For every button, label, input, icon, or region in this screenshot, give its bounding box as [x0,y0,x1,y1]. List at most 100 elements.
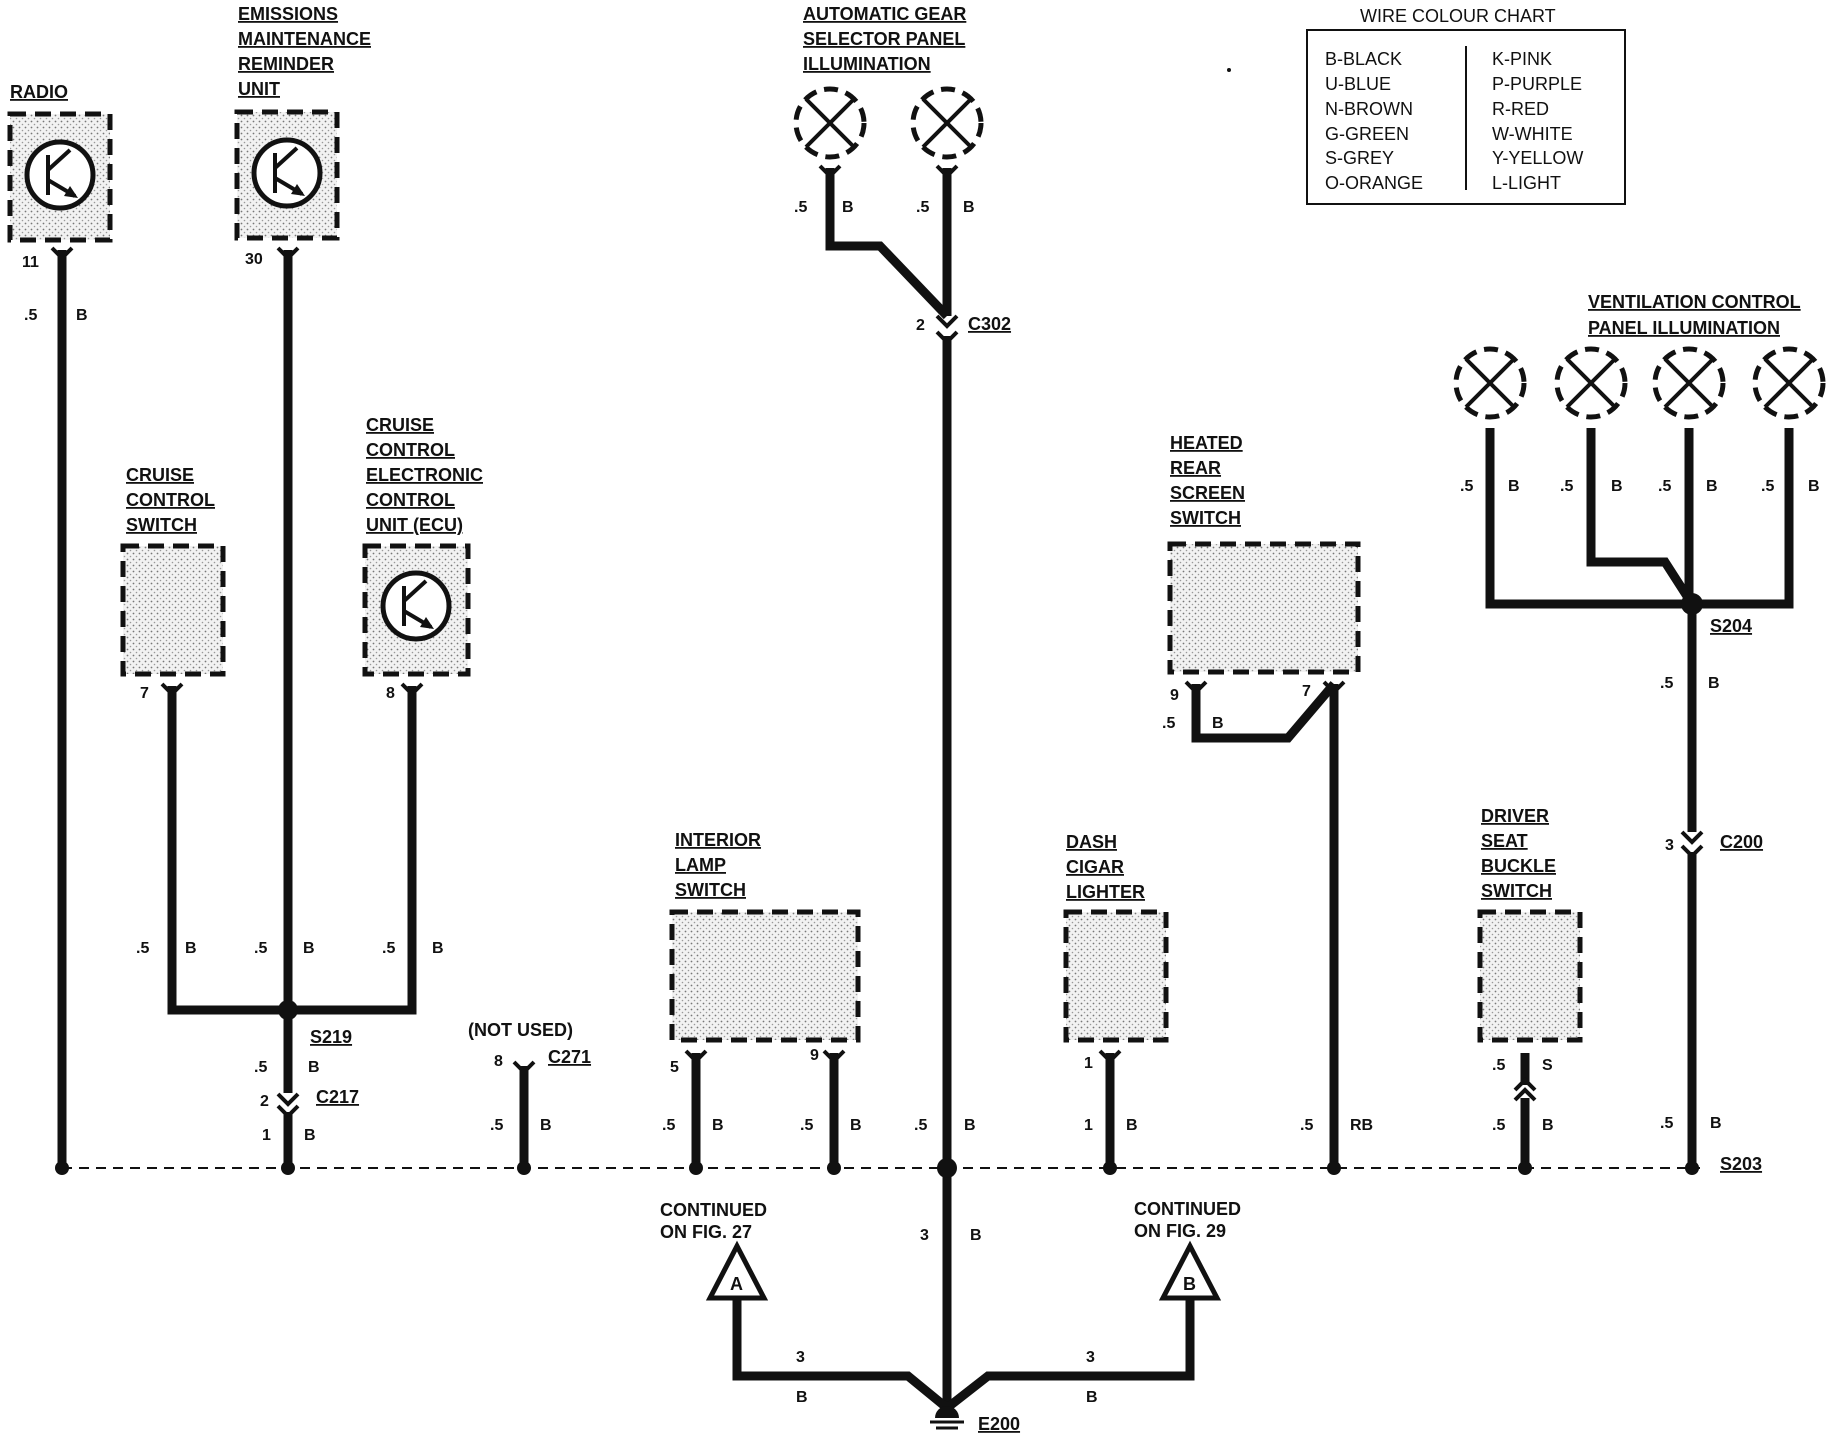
pin-label: 7 [140,685,149,702]
stray-mark [1227,68,1231,72]
wire-colour-label: B [964,1117,976,1134]
cruise-ecu-label-line: ELECTRONIC [366,465,483,485]
c217-label: C217 [316,1087,359,1107]
arrow-b-letter: B [1183,1274,1196,1294]
pin-label: 7 [1302,683,1311,700]
emr-component [234,109,340,241]
cruise-ecu-label-line: CONTROL [366,490,455,510]
dash-label-line: DASH [1066,832,1117,852]
pin-label: 9 [810,1047,819,1064]
gear-lamp-2 [910,86,984,160]
interior-label-line: SWITCH [675,880,746,900]
c302-label: C302 [968,314,1011,334]
c200-label: C200 [1720,832,1763,852]
wire-colour-label: B [1706,478,1718,495]
emr-label-line: MAINTENANCE [238,29,371,49]
wire-colour-label: B [842,199,854,216]
heated-label-line: REAR [1170,458,1221,478]
connector-chevrons [50,164,1704,1119]
continued-a-line: CONTINUED [660,1200,767,1220]
wire-size-label: .5 [1658,478,1671,495]
colour-entry: S-GREY [1325,148,1394,168]
colour-entry: R-RED [1492,99,1549,119]
splice-dots [55,593,1703,1178]
dash-cigar-lighter-component [1063,909,1169,1043]
wire-colour-label: B [1708,675,1720,692]
driver-label-line: BUCKLE [1481,856,1556,876]
wire-colour-label: B [1542,1117,1554,1134]
pin-label: 1 [262,1127,271,1144]
arrow-a-letter: A [730,1274,743,1294]
wire-colour-label: B [970,1227,982,1244]
continued-arrow-b: B [1158,1240,1222,1301]
colour-chart-right-column: K-PINK P-PURPLE R-RED W-WHITE Y-YELLOW L… [1492,49,1583,193]
wire-colour-label: B [796,1389,808,1406]
continued-arrow-a: A [705,1240,769,1301]
colour-entry: U-BLUE [1325,74,1391,94]
heated-rear-screen-switch-component [1167,541,1361,675]
pin-label: 1 [1084,1117,1093,1134]
colour-entry: K-PINK [1492,49,1552,69]
dash-label-line: LIGHTER [1066,882,1145,902]
wire-size-label: .5 [1660,1115,1673,1132]
colour-entry: W-WHITE [1492,124,1573,144]
wire-size-label: .5 [1460,478,1473,495]
interior-lamp-switch-component [669,909,861,1043]
cruise-switch-label-line: CRUISE [126,465,194,485]
colour-chart-title: WIRE COLOUR CHART [1360,6,1556,26]
connector-labels: C302 S219 C217 C271 S204 C200 S203 E200 [310,314,1763,1434]
vent-lamp-1 [1453,346,1527,420]
colour-entry: L-LIGHT [1492,173,1561,193]
driver-seat-buckle-switch-component [1477,909,1583,1043]
radio-label: RADIO [10,82,68,102]
wire-size-label: .5 [254,940,267,957]
driver-label-line: DRIVER [1481,806,1549,826]
interior-label-line: INTERIOR [675,830,761,850]
gear-lamp-1 [793,86,867,160]
wires [57,168,1794,1414]
wire-labels: 11 .5 B 30 .5 B .5 B 2 .5 B .5 B .5 B .5… [22,199,1820,1406]
wire-size-label: .5 [24,307,37,324]
wire-size-label: .5 [1300,1117,1313,1134]
wire-colour-label: B [303,940,315,957]
gear-label-line: ILLUMINATION [803,54,931,74]
wire-colour-label: B [540,1117,552,1134]
pin-label: 8 [386,685,395,702]
wire-colour-label: B [304,1127,316,1144]
e200-label: E200 [978,1414,1020,1434]
vent-label-line: VENTILATION CONTROL [1588,292,1801,312]
wire-colour-label: B [1710,1115,1722,1132]
colour-entry: N-BROWN [1325,99,1413,119]
wire-colour-label: B [1212,715,1224,732]
wire-colour-label: B [1126,1117,1138,1134]
radio-component [7,111,113,243]
wire-colour-label: B [1086,1389,1098,1406]
vent-lamp-3 [1652,346,1726,420]
wire-colour-label: B [308,1059,320,1076]
wire-colour-chart: WIRE COLOUR CHART B-BLACK U-BLUE N-BROWN… [1306,6,1626,205]
wire-colour-label: B [1808,478,1820,495]
pin-label: 2 [916,317,925,334]
emr-label-line: EMISSIONS [238,4,338,24]
colour-chart-left-column: B-BLACK U-BLUE N-BROWN G-GREEN S-GREY O-… [1325,49,1423,193]
pin-label: 11 [22,254,39,271]
colour-entry: O-ORANGE [1325,173,1423,193]
vent-lamp-4 [1752,346,1826,420]
wire-colour-label: B [850,1117,862,1134]
wire-colour-label: B [712,1117,724,1134]
s204-splice [1681,593,1703,615]
interior-label-line: LAMP [675,855,726,875]
pin-label: 1 [1084,1055,1093,1072]
ground-symbol [930,1406,964,1430]
colour-entry: B-BLACK [1325,49,1402,69]
cruise-ecu-label-line: CONTROL [366,440,455,460]
pin-label: 30 [245,251,263,268]
cruise-ecu-label-line: UNIT (ECU) [366,515,463,535]
pin-label: 8 [494,1053,503,1070]
wire-colour-label: B [963,199,975,216]
not-used-label: (NOT USED) [468,1020,573,1040]
wire-size-label: .5 [1492,1117,1505,1134]
wire-size-label: .5 [662,1117,675,1134]
driver-label-line: SWITCH [1481,881,1552,901]
cruise-switch-component [120,543,226,677]
